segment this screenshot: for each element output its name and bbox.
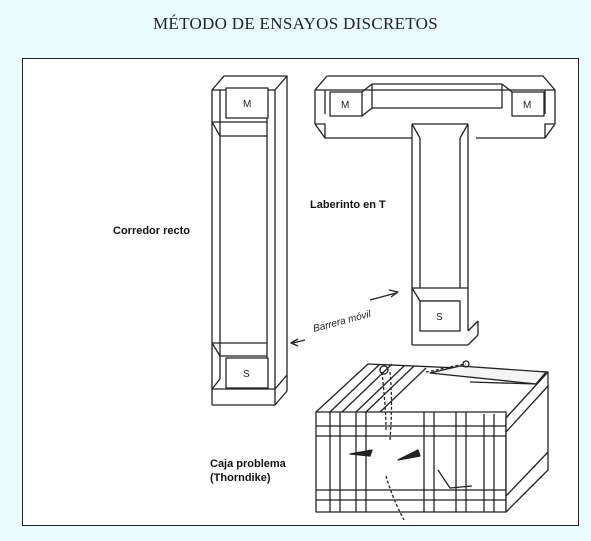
puzzle-box-label-1: Caja problema [210, 458, 286, 470]
goal-box-letter: M [243, 99, 251, 110]
straight-alley [211, 75, 288, 406]
t-maze-label: Laberinto en T [310, 199, 386, 211]
start-box-letter-t: S [436, 312, 443, 323]
goal-box-letter-left: M [341, 100, 349, 111]
barrier-label: Barrera móvil [312, 309, 373, 335]
straight-alley-label: Corredor recto [113, 225, 191, 237]
start-box-letter: S [243, 369, 250, 380]
puzzle-box [315, 360, 549, 521]
puzzle-box-label-2: (Thorndike) [210, 472, 271, 484]
barrier-arrows [290, 289, 399, 347]
t-maze [314, 75, 556, 346]
goal-box-letter-right: M [523, 100, 531, 111]
page-title: MÉTODO DE ENSAYOS DISCRETOS [152, 14, 439, 33]
